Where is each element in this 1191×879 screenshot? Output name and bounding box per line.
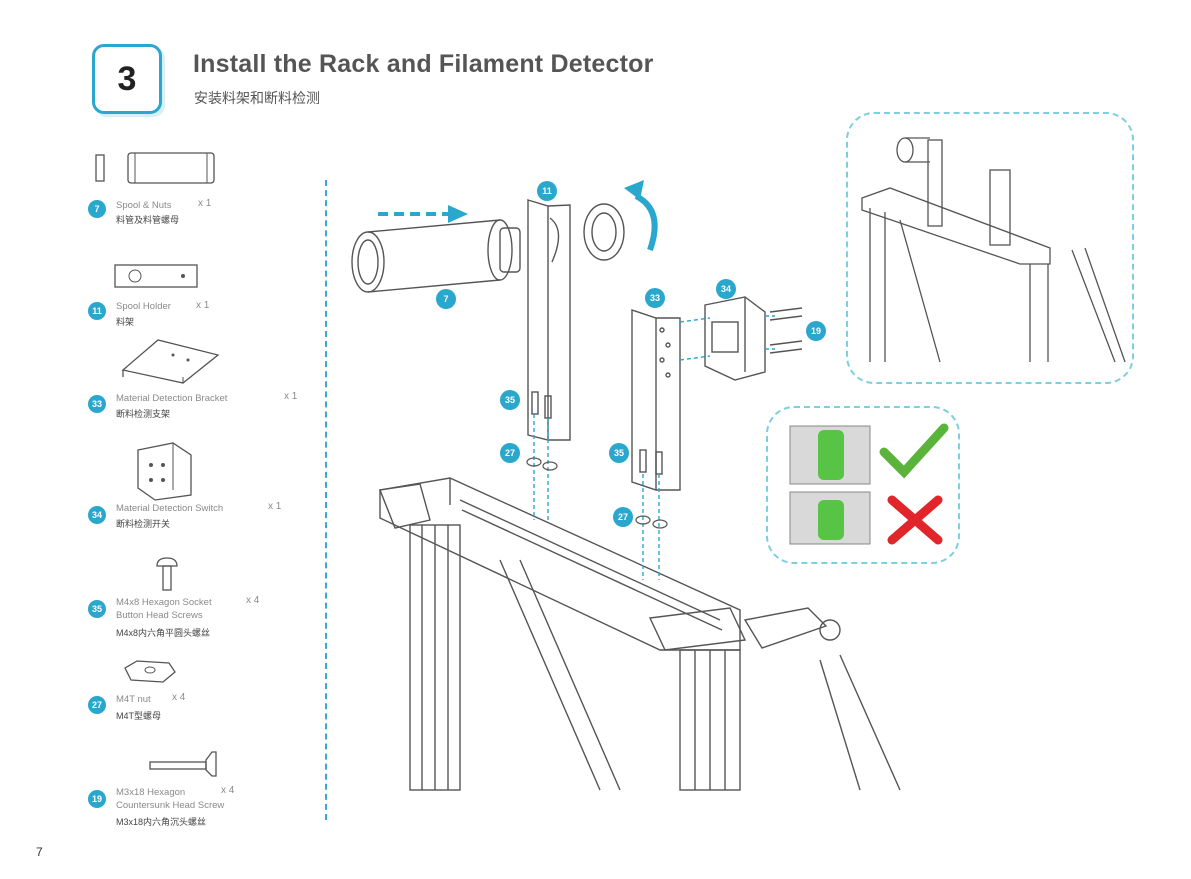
part-qty: x 1 bbox=[284, 391, 298, 402]
part-badge: 34 bbox=[88, 506, 106, 524]
part-qty: x 4 bbox=[246, 595, 260, 606]
countersunk-screw-icon bbox=[149, 751, 217, 777]
spool-nut bbox=[583, 203, 625, 261]
part-name: M4T nut bbox=[116, 694, 151, 705]
switch-icon bbox=[137, 442, 192, 501]
diagram-badge-bracket: 33 bbox=[645, 288, 665, 308]
orientation-check-panel bbox=[766, 406, 960, 564]
page-number: 7 bbox=[36, 845, 43, 859]
diagram-badge-holder: 11 bbox=[537, 181, 557, 201]
frame-column-left bbox=[409, 524, 461, 791]
diagram-badge-m3-screws: 19 bbox=[806, 321, 826, 341]
part-name: Material Detection Switch bbox=[116, 503, 224, 514]
spool-holder-icon bbox=[114, 264, 198, 288]
part-name: M4x8 Hexagon Socket bbox=[116, 597, 212, 608]
part-name: Spool Holder bbox=[116, 301, 171, 312]
rotate-arrow bbox=[634, 193, 658, 251]
insert-arrow bbox=[378, 205, 468, 223]
diagram-badge-screws-right: 35 bbox=[609, 443, 629, 463]
step-number-box: 3 bbox=[92, 44, 162, 114]
spool-holder-plate bbox=[527, 199, 571, 441]
part-name-cn: M4T型螺母 bbox=[116, 711, 162, 721]
part-name-cn: 料架 bbox=[116, 317, 135, 327]
step-number: 3 bbox=[117, 59, 137, 98]
part-name-cn: M3x18内六角沉头螺丝 bbox=[116, 817, 207, 827]
page-subtitle: 安装料架和断料检测 bbox=[194, 90, 320, 106]
diagram-badge-nuts-right: 27 bbox=[613, 507, 633, 527]
page-title: Install the Rack and Filament Detector bbox=[193, 50, 654, 78]
check-mark-icon bbox=[879, 423, 949, 479]
bracket-icon bbox=[121, 339, 220, 384]
detection-switch bbox=[704, 296, 766, 381]
part-name-cn: 断料检测支架 bbox=[116, 409, 171, 419]
part-name: Spool & Nuts bbox=[116, 200, 172, 211]
part-badge: 11 bbox=[88, 302, 106, 320]
frame-column-right bbox=[679, 649, 741, 791]
part-qty: x 4 bbox=[221, 785, 235, 796]
diagram-badge-screws-left: 35 bbox=[500, 390, 520, 410]
spool-tube bbox=[351, 219, 521, 293]
inset-overview-panel bbox=[846, 112, 1134, 384]
part-badge: 27 bbox=[88, 696, 106, 714]
part-name-cn: M4x8内六角平圆头螺丝 bbox=[116, 628, 211, 638]
part-qty: x 1 bbox=[196, 300, 210, 311]
part-badge: 35 bbox=[88, 600, 106, 618]
diagram-badge-switch: 34 bbox=[716, 279, 736, 299]
diagram-badge-nuts-left: 27 bbox=[500, 443, 520, 463]
part-badge: 19 bbox=[88, 790, 106, 808]
part-qty: x 1 bbox=[268, 501, 282, 512]
spool-nuts-icon bbox=[95, 152, 215, 184]
part-badge: 7 bbox=[88, 200, 106, 218]
part-name: Material Detection Bracket bbox=[116, 393, 228, 404]
part-name-cn: 断料检测开关 bbox=[116, 519, 171, 529]
cross-mark-icon bbox=[887, 495, 943, 545]
part-qty: x 4 bbox=[172, 692, 186, 703]
t-nut-icon bbox=[124, 660, 176, 683]
inset-frame bbox=[861, 137, 1126, 363]
diagram-badge-spool: 7 bbox=[436, 289, 456, 309]
parts-divider bbox=[325, 180, 327, 820]
part-name-line2: Button Head Screws bbox=[116, 610, 203, 621]
part-name: M3x18 Hexagon bbox=[116, 787, 186, 798]
part-name-cn: 料管及料管螺母 bbox=[116, 215, 180, 225]
part-name-line2: Countersunk Head Screw bbox=[116, 800, 225, 811]
part-qty: x 1 bbox=[198, 198, 212, 209]
check-panel-content bbox=[789, 423, 949, 545]
screw-icon bbox=[156, 557, 178, 591]
part-badge: 33 bbox=[88, 395, 106, 413]
